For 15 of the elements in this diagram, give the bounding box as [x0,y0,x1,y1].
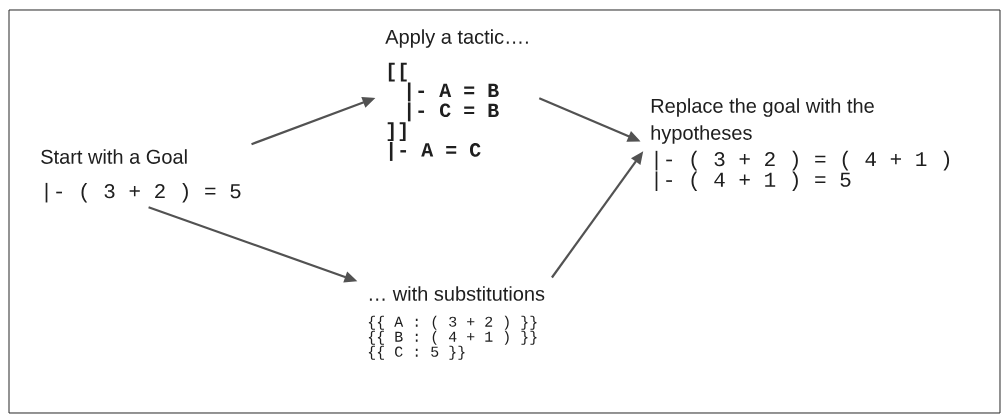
code-line: {{ C : 5 }} [368,345,465,360]
code-line: |- ( 3 + 2 ) = ( 4 + 1 ) [655,150,950,171]
heading: … with substitutions [369,286,545,301]
code-line: [[ [388,62,407,82]
code-line: |- ( 4 + 1 ) = 5 [655,171,851,191]
code-line: ]] [387,122,406,141]
code-line: {{ A : ( 3 + 2 ) }} [368,315,537,330]
code-line: |- ( 3 + 2 ) = 5 [45,182,241,203]
heading: Start with a Goal [41,149,187,164]
code-line: |- A = B [407,82,499,102]
code-line: {{ B : ( 4 + 1 ) }} [368,330,537,345]
code-line: |- A = C [389,142,481,161]
heading: Replace the goal with the hypotheses [651,98,874,144]
heading: Apply a tactic…. [385,29,528,48]
code-line: |- C = B [407,102,499,122]
